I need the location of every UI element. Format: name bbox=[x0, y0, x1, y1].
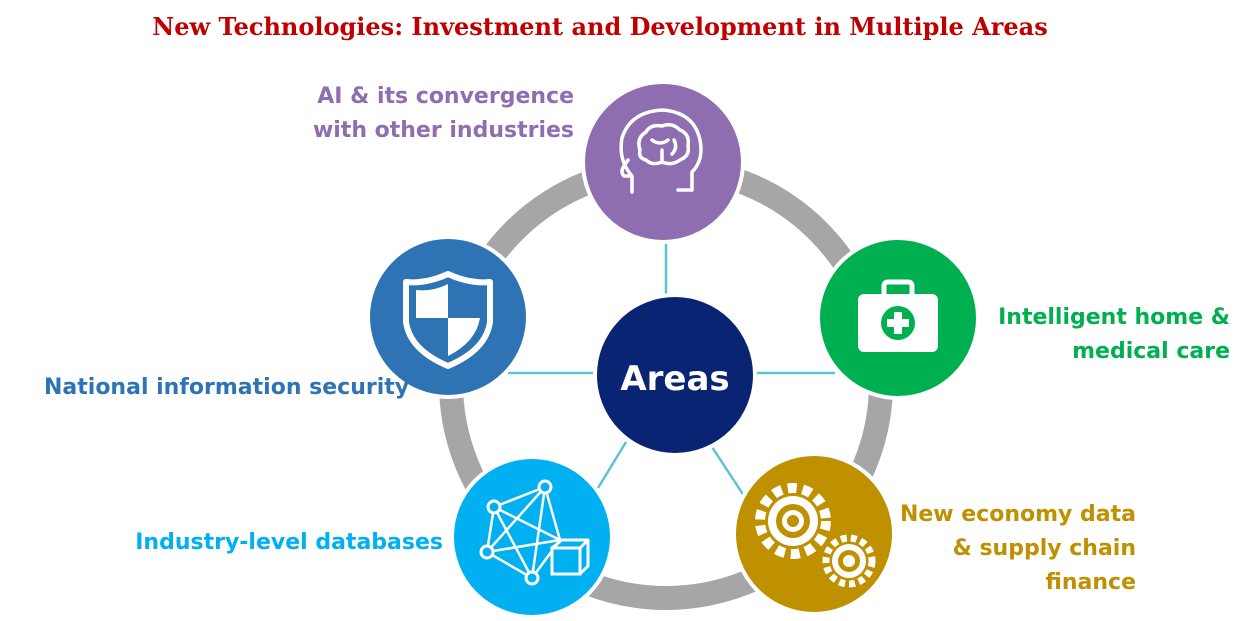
label-home-line-2: medical care bbox=[1072, 339, 1230, 364]
label-econ-line-3: finance bbox=[1045, 570, 1136, 595]
center-label: Areas bbox=[620, 359, 729, 399]
label-home-line-1: Intelligent home & bbox=[998, 305, 1230, 330]
node-ai bbox=[581, 80, 745, 244]
node-db bbox=[450, 455, 614, 619]
label-db-line-1: Industry-level databases bbox=[135, 530, 443, 555]
node-home bbox=[816, 236, 980, 400]
node-econ bbox=[732, 452, 896, 616]
first-aid-kit-icon bbox=[858, 279, 938, 352]
label-ai-line-1: AI & its convergence bbox=[317, 84, 574, 109]
spokes bbox=[508, 240, 835, 506]
diagram-title: New Technologies: Investment and Develop… bbox=[152, 12, 1048, 41]
spoke-db bbox=[596, 441, 628, 489]
label-econ: New economy data & supply chain finance bbox=[900, 498, 1136, 600]
shield-icon bbox=[403, 271, 493, 369]
network-cube-icon bbox=[479, 479, 590, 586]
brain-head-icon bbox=[619, 108, 703, 194]
label-ai: AI & its convergence with other industri… bbox=[313, 80, 574, 148]
label-econ-line-1: New economy data bbox=[899, 502, 1136, 527]
node-sec bbox=[366, 235, 530, 399]
label-db: Industry-level databases bbox=[135, 526, 443, 560]
center-circle bbox=[593, 293, 757, 457]
label-sec-line-1: National information security bbox=[44, 375, 410, 400]
label-ai-line-2: with other industries bbox=[312, 118, 574, 143]
label-econ-line-2: & supply chain bbox=[952, 536, 1136, 561]
label-home: Intelligent home & medical care bbox=[998, 301, 1230, 369]
gears-icon bbox=[755, 483, 876, 588]
label-sec: National information security bbox=[44, 371, 409, 405]
